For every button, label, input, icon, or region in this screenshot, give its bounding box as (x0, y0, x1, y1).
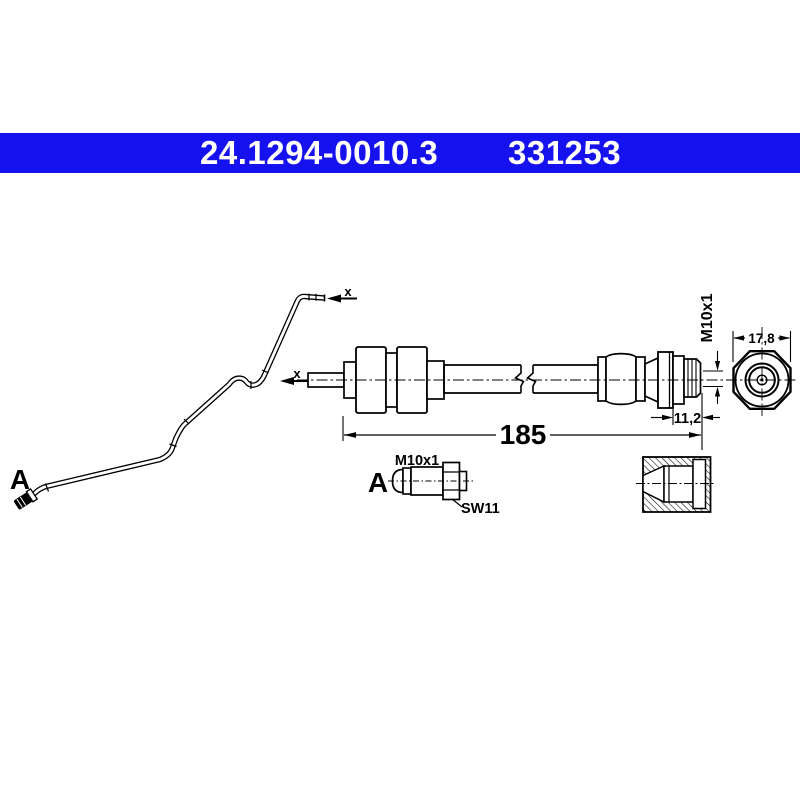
hose-length-dimension: 185 (342, 393, 703, 450)
arrow-right-icon (662, 414, 673, 421)
pipe-end-a-label: A (10, 464, 30, 495)
arrow-right-icon (689, 432, 701, 438)
part-number: 24.1294-0010.3 (200, 134, 439, 171)
section-cyl-bore (663, 465, 694, 503)
wrench-size-label: SW11 (461, 501, 500, 517)
end-view-mid-circle (744, 362, 780, 398)
detail-a-view: A M10x1 SW11 (368, 453, 500, 517)
pipe-outline (24, 293, 325, 504)
arrow-left-icon (733, 335, 744, 341)
arrow-up-icon (714, 387, 721, 397)
hose-side-view (307, 346, 702, 414)
thread-length-value: 11,2 (674, 411, 701, 427)
hose-break-edge-1 (514, 365, 525, 393)
end-view-inner-circle (748, 366, 776, 394)
pipe-inner (25, 295, 325, 503)
header-bar: 24.1294-0010.3 331253 (0, 133, 800, 173)
thread-size-label: M10x1 (699, 293, 716, 342)
pipe-end-fitting (14, 488, 39, 510)
end-width-dimension: 17,8 (732, 331, 792, 362)
view-arrow-hose-label: x (293, 366, 301, 381)
ferrule-barrel (605, 352, 637, 406)
mount-section-view (636, 456, 714, 513)
hose-segment-1 (443, 364, 521, 394)
detail-a-label: A (368, 467, 388, 498)
detail-thread-label: M10x1 (395, 453, 439, 469)
end-view-center-dot (760, 378, 764, 382)
hose-break-edge-2 (526, 365, 537, 393)
arrow-down-icon (714, 361, 721, 371)
hose-length-value: 185 (500, 419, 547, 450)
thread-dimension: M10x1 (699, 293, 723, 404)
section-wide-bore (692, 458, 707, 510)
view-arrow-hose: x (280, 366, 311, 385)
ferrule-collar (597, 356, 607, 402)
arrow-right-icon (779, 335, 790, 341)
end-view-outer-circle (734, 352, 790, 408)
end-view-bore-circle (756, 374, 768, 386)
bent-pipe-view: A (10, 293, 326, 510)
hose-end-view: 17,8 (732, 327, 792, 416)
thread-length-dimension: 11,2 (651, 409, 720, 427)
arrow-left-icon (344, 432, 356, 438)
end-view-crimp-outline (732, 350, 792, 410)
arrow-left-icon (702, 414, 713, 421)
pipe-bend-ticks (44, 293, 317, 492)
sw11-leader-line (451, 498, 463, 508)
ferrule-ridge (635, 356, 646, 402)
hose-segment-2 (533, 364, 599, 394)
arrow-left-icon (327, 294, 341, 303)
view-arrow-top: x (327, 284, 357, 303)
view-arrow-top-label: x (344, 284, 352, 299)
end-width-value: 17,8 (748, 331, 775, 346)
reference-number: 331253 (508, 134, 622, 171)
arrow-left-icon (280, 377, 294, 385)
